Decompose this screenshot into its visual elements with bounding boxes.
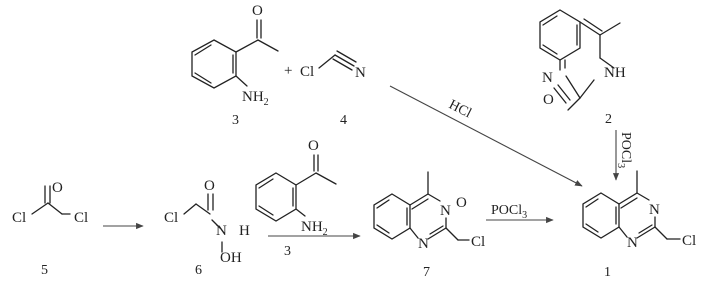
compound-5-bonds bbox=[31, 185, 71, 215]
compound-1-benzene bbox=[582, 192, 620, 239]
compound-4-chlorine: Cl bbox=[300, 64, 314, 80]
compound-2-diazepine bbox=[553, 18, 621, 111]
compound-6-hydroxyl: OH bbox=[220, 250, 242, 266]
compound-5: Cl O Cl 5 bbox=[12, 180, 88, 278]
compound-2-n1: N bbox=[542, 70, 553, 86]
compound-7-n1: N bbox=[418, 236, 429, 252]
compound-1-n1: N bbox=[627, 235, 638, 251]
compound-2-oxygen: O bbox=[543, 92, 554, 108]
compound-2-benzene bbox=[539, 9, 581, 61]
compound-6: Cl O N H OH 6 bbox=[164, 178, 250, 278]
arrow-4-to-1 bbox=[389, 85, 583, 187]
reagent-compound-3: 3 bbox=[284, 244, 291, 259]
compound-5-chlorine-left: Cl bbox=[12, 210, 26, 226]
compound-2-nh: NH bbox=[604, 65, 626, 81]
compound-3-number: 3 bbox=[232, 113, 239, 128]
compound-3-ring bbox=[191, 39, 237, 89]
plus-sign: + bbox=[284, 63, 292, 79]
compound-1-n3: N bbox=[649, 202, 660, 218]
compound-7-chlorine: Cl bbox=[471, 234, 485, 250]
compound-7-n3: N bbox=[440, 203, 451, 219]
compound-1-pyrimidine bbox=[618, 170, 681, 240]
compound-3: O NH2 3 bbox=[191, 3, 279, 128]
compound-4-number: 4 bbox=[340, 113, 347, 128]
compound-7: N O N Cl 7 bbox=[373, 171, 485, 280]
compound-3-reagent-ring bbox=[255, 172, 297, 222]
compound-3-oxygen: O bbox=[252, 3, 263, 19]
compound-6-nitrogen: N bbox=[216, 223, 227, 239]
compound-4-nitrogen: N bbox=[355, 65, 366, 81]
compound-2-number: 2 bbox=[605, 112, 612, 127]
compound-3-reagent: O NH2 bbox=[255, 138, 337, 238]
compound-6-hydrogen: H bbox=[239, 223, 250, 239]
compound-1: N N Cl 1 bbox=[582, 170, 696, 280]
compound-6-chlorine: Cl bbox=[164, 210, 178, 226]
compound-3-reagent-amine: NH2 bbox=[301, 219, 328, 238]
compound-3-reagent-oxygen: O bbox=[308, 138, 319, 154]
compound-5-number: 5 bbox=[41, 263, 48, 278]
compound-6-number: 6 bbox=[195, 263, 202, 278]
reagent-pocl3-horizontal: POCl3 bbox=[491, 203, 527, 221]
compound-4-bonds bbox=[318, 50, 357, 71]
compound-3-reagent-acetyl bbox=[295, 154, 337, 217]
compound-3-acetyl bbox=[235, 19, 279, 87]
compound-7-number: 7 bbox=[423, 265, 430, 280]
compound-6-oxygen: O bbox=[204, 178, 215, 194]
compound-7-benzene bbox=[373, 193, 411, 240]
compound-2: N NH O 2 bbox=[539, 9, 626, 127]
compound-3-amine: NH2 bbox=[242, 89, 269, 108]
compound-6-bonds bbox=[183, 193, 223, 253]
reagent-pocl3-vertical: POCl3 bbox=[615, 132, 633, 168]
compound-7-pyrimidine bbox=[409, 171, 470, 241]
compound-5-chlorine-right: Cl bbox=[74, 210, 88, 226]
compound-1-number: 1 bbox=[604, 265, 611, 280]
compound-7-oxygen: O bbox=[456, 195, 467, 211]
compound-1-chlorine: Cl bbox=[682, 233, 696, 249]
compound-5-oxygen: O bbox=[52, 180, 63, 196]
compound-4: + Cl N 4 bbox=[284, 50, 366, 128]
